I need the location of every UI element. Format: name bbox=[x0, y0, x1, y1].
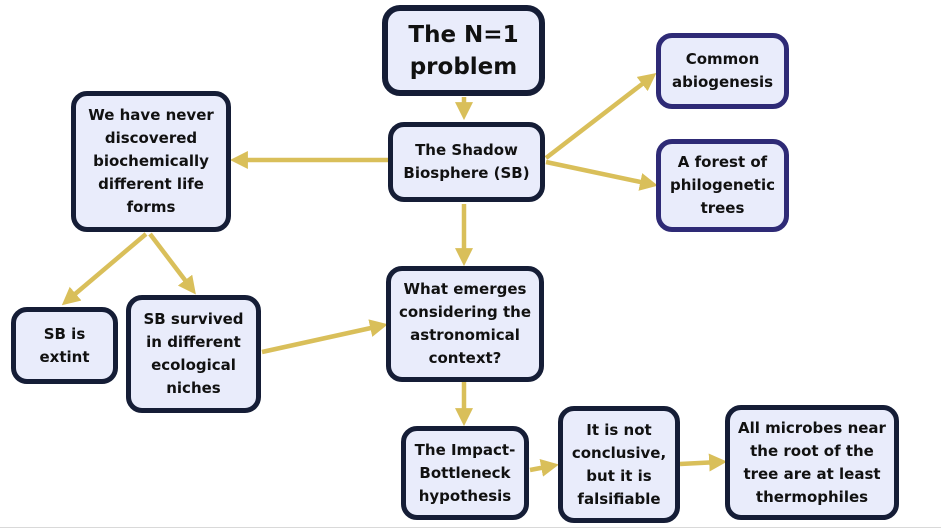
bottom-divider bbox=[0, 527, 941, 528]
node-all-microbes: All microbes near the root of the tree a… bbox=[725, 405, 899, 520]
node-not-conclusive: It is not conclusive, but it is falsifia… bbox=[558, 406, 680, 523]
node-sb-survived: SB survived in different ecological nich… bbox=[126, 295, 261, 413]
node-sb-extint: SB is extint bbox=[11, 307, 118, 384]
arrow-never-to-survived bbox=[148, 232, 196, 295]
node-shadow-biosphere: The Shadow Biosphere (SB) bbox=[388, 122, 545, 202]
node-impact-bottleneck: The Impact- Bottleneck hypothesis bbox=[401, 426, 529, 520]
node-forest-trees: A forest of philogenetic trees bbox=[656, 139, 789, 232]
node-common-abiogenesis: Common abiogenesis bbox=[656, 33, 789, 109]
node-n1-problem: The N=1 problem bbox=[382, 5, 545, 96]
arrow-never-to-extint bbox=[61, 232, 148, 306]
arrow-impact-to-conclusive bbox=[529, 459, 559, 477]
node-what-emerges: What emerges considering the astronomica… bbox=[386, 266, 544, 382]
node-never-discovered: We have never discovered biochemically d… bbox=[71, 91, 231, 232]
arrow-survived-to-emerges bbox=[261, 319, 388, 355]
arrow-shadow-to-forest bbox=[545, 159, 658, 191]
arrow-shadow-to-abiogenesis bbox=[544, 73, 657, 160]
arrow-conclusive-to-microbes bbox=[679, 453, 728, 472]
